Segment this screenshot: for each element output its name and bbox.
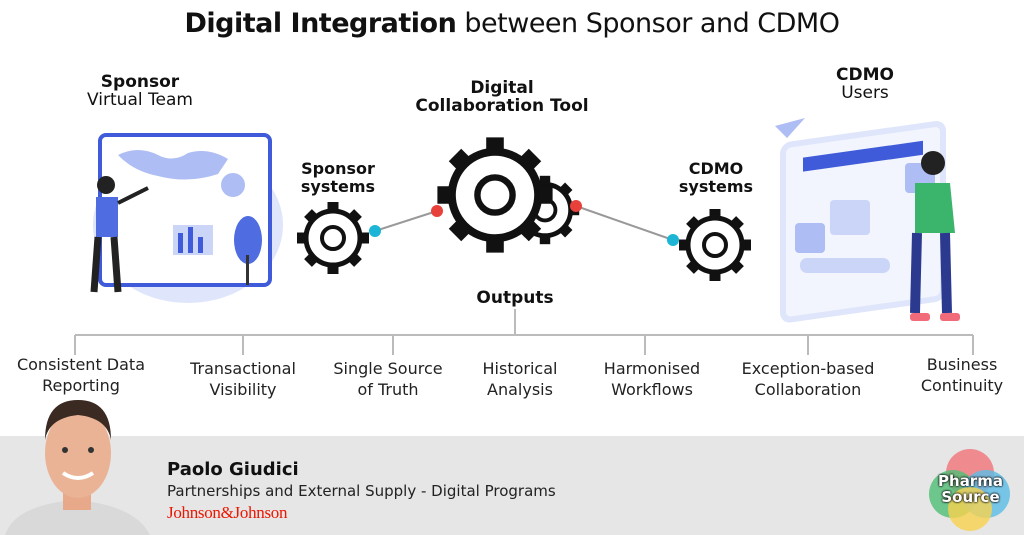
integration-diagram	[0, 0, 1024, 300]
connector-line-right	[575, 205, 674, 241]
connector-line-left	[374, 210, 438, 232]
speaker-photo	[5, 400, 150, 535]
speaker-band	[0, 436, 1024, 535]
cdmo-users-illustration	[775, 118, 960, 323]
company-logo: Johnson&Johnson	[167, 503, 288, 522]
connector-dot-red	[431, 205, 443, 217]
outputs-tree	[74, 309, 974, 355]
speaker-name: Paolo Giudici	[167, 459, 299, 480]
cdmo-systems-gear-icon	[679, 209, 751, 281]
pharmasource-logo	[929, 449, 1010, 531]
sponsor-systems-gear-icon	[297, 202, 369, 274]
page-title: Digital Integration between Sponsor and …	[184, 8, 840, 39]
connector-dot-cyan	[369, 225, 381, 237]
connector-dot-red	[570, 200, 582, 212]
connector-dot-cyan	[667, 234, 679, 246]
speaker-role: Partnerships and External Supply - Digit…	[167, 482, 556, 500]
sponsor-team-illustration	[90, 133, 283, 303]
outputs-heading: Outputs	[476, 288, 554, 308]
